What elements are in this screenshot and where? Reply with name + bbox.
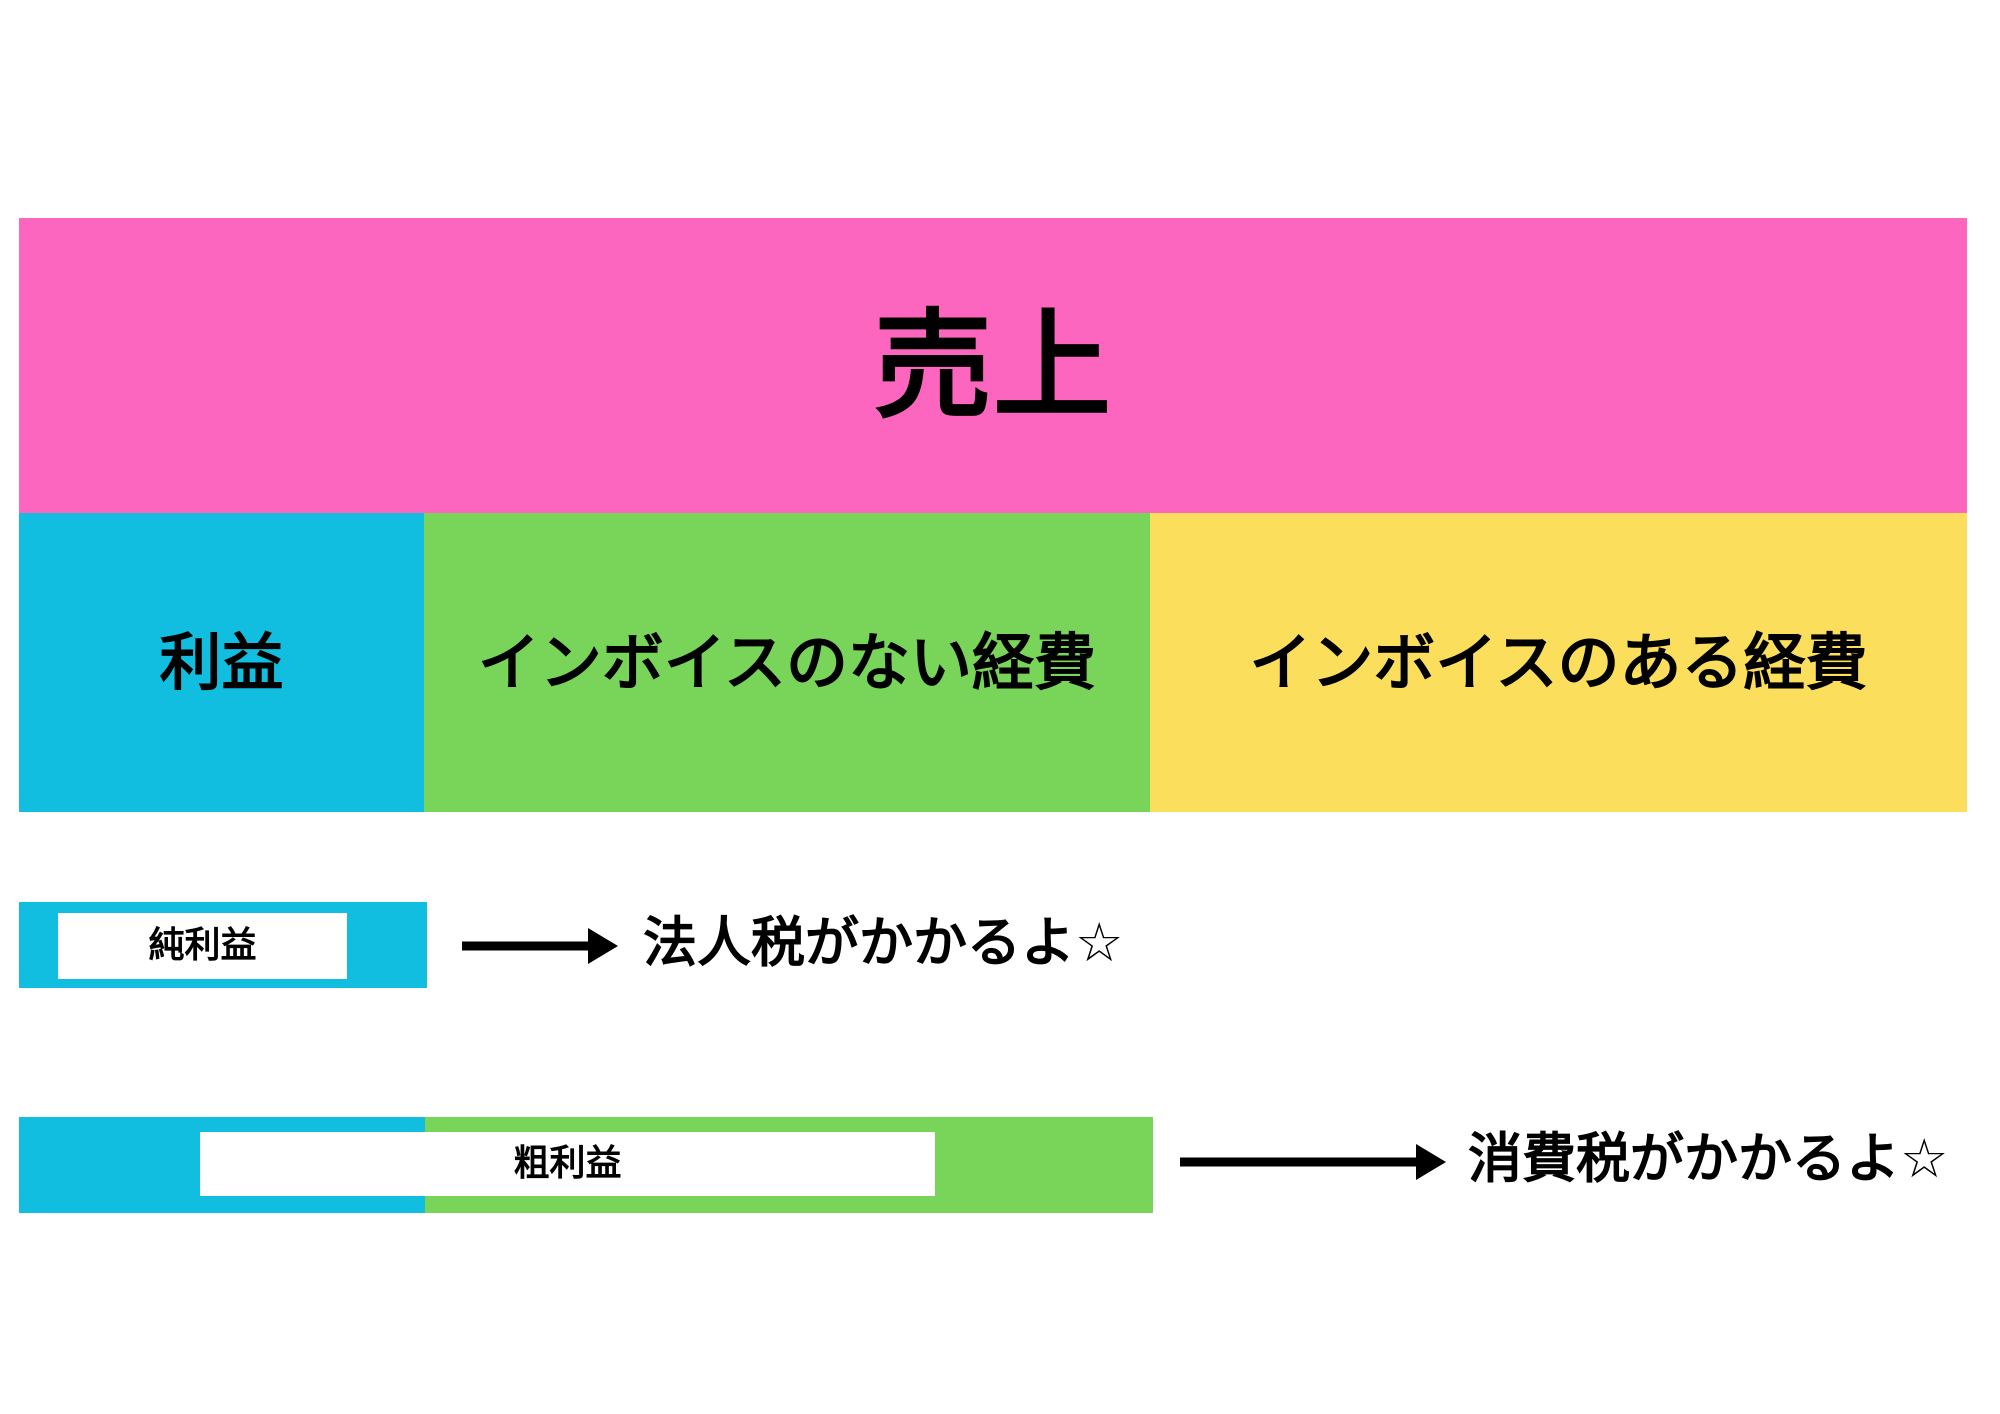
right-arrow-icon-consumption-tax xyxy=(1180,1144,1446,1180)
consumption-tax-annotation: 消費税がかかるよ☆ xyxy=(1468,1132,1948,1186)
gross-profit-label: 粗利益 xyxy=(513,1143,622,1184)
sales-band-label: 売上 xyxy=(873,296,1113,435)
breakdown-segment-profit-label: 利益 xyxy=(159,625,284,699)
breakdown-segment-profit: 利益 xyxy=(19,513,424,812)
corporate-tax-annotation: 法人税がかかるよ☆ xyxy=(643,916,1123,970)
breakdown-row: 利益 インボイスのない経費 インボイスのある経費 xyxy=(19,513,1967,812)
net-profit-label: 純利益 xyxy=(148,925,257,966)
gross-profit-label-box: 粗利益 xyxy=(200,1132,935,1196)
net-profit-label-box: 純利益 xyxy=(58,913,347,979)
sales-band: 売上 xyxy=(19,218,1967,513)
corporate-tax-annotation-text: 法人税がかかるよ☆ xyxy=(643,911,1124,974)
breakdown-segment-expense-without-invoice-label: インボイスのない経費 xyxy=(477,625,1097,699)
breakdown-segment-expense-with-invoice-label: インボイスのある経費 xyxy=(1249,625,1868,699)
breakdown-segment-expense-with-invoice: インボイスのある経費 xyxy=(1150,513,1967,812)
right-arrow-icon-corporate-tax xyxy=(462,928,618,964)
consumption-tax-annotation-text: 消費税がかかるよ☆ xyxy=(1468,1127,1949,1190)
breakdown-segment-expense-without-invoice: インボイスのない経費 xyxy=(424,513,1150,812)
